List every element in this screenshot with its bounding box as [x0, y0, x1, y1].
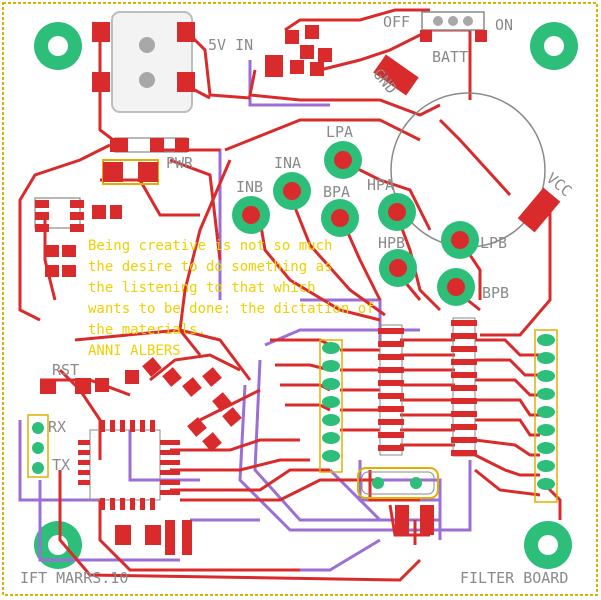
signal-jacks [232, 141, 479, 306]
power-led [102, 137, 189, 185]
power-jack [92, 11, 195, 113]
label-rst: RST [52, 361, 79, 379]
jack-ina [273, 172, 311, 210]
header-right [534, 329, 558, 503]
jack-bpb [437, 268, 475, 306]
label-hpb: HPB [378, 234, 405, 252]
crystal [357, 467, 439, 535]
board-credit: IFT MARRS.10 [20, 569, 128, 587]
label-bpb: BPB [482, 284, 509, 302]
opamp-ic-2 [451, 317, 477, 457]
jack-hpa [378, 193, 416, 231]
label-on: ON [495, 16, 513, 34]
jack-lpa [324, 141, 362, 179]
board-title: FILTER BOARD [460, 569, 568, 587]
label-hpa: HPA [367, 176, 394, 194]
quote-line-2: the desire to do something as [88, 259, 332, 275]
jack-bpa [321, 199, 359, 237]
power-switch [420, 11, 487, 42]
label-lpa: LPA [326, 123, 353, 141]
silkscreen-labels: 5V IN PWR OFF ON BATT GND VCC RST RX TX … [20, 13, 575, 587]
jack-inb [232, 196, 270, 234]
label-pwr: PWR [166, 154, 194, 172]
quote-author: ANNI ALBERS [88, 343, 181, 359]
jack-hpb [379, 249, 417, 287]
quote-block: Being creative is not so much the desire… [88, 238, 375, 359]
quote-line-3: the listening to that which [88, 280, 316, 296]
quote-line-4: wants to be done: the dictation of [88, 301, 375, 317]
label-lpb: LPB [480, 234, 507, 252]
opamp-ic-1 [378, 324, 404, 456]
jack-lpb [441, 221, 479, 259]
label-tx: TX [52, 456, 70, 474]
label-inb: INB [236, 178, 263, 196]
regulator-components [265, 25, 332, 77]
header-serial [27, 414, 49, 478]
label-ina: INA [274, 154, 301, 172]
label-batt: BATT [432, 48, 468, 66]
mounting-holes [34, 22, 578, 569]
reset-button-area [40, 357, 242, 452]
header-middle [319, 339, 343, 473]
microcontroller [78, 420, 192, 555]
quote-line-1: Being creative is not so much [88, 238, 332, 254]
quote-line-5: the materials. [88, 322, 206, 338]
label-5v-in: 5V IN [208, 36, 253, 54]
label-rx: RX [48, 418, 66, 436]
left-ic-cluster [34, 197, 122, 277]
label-off: OFF [383, 13, 410, 31]
label-bpa: BPA [323, 183, 350, 201]
